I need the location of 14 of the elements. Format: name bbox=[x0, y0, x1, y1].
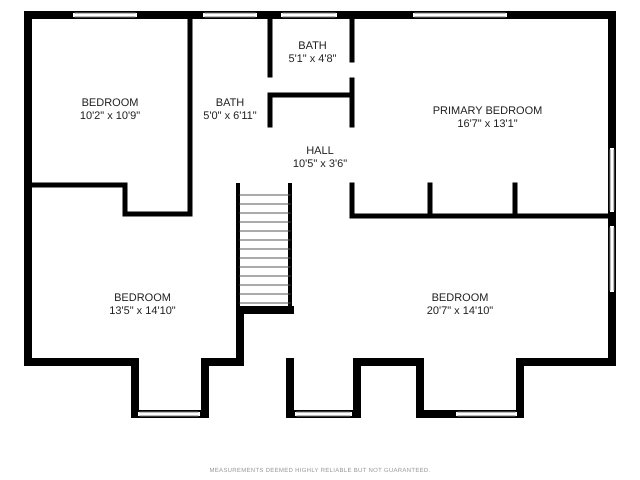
room-dimensions: 10'5" x 3'6" bbox=[292, 158, 348, 171]
room-name: BEDROOM bbox=[82, 97, 138, 110]
room-dimensions: 5'1" x 4'8" bbox=[288, 52, 337, 66]
room-dimensions: 13'5" x 14'10" bbox=[109, 305, 176, 318]
room-name: HALL bbox=[306, 145, 334, 158]
room-name: BATH bbox=[298, 40, 327, 52]
room-name: PRIMARY BEDROOM bbox=[432, 104, 542, 118]
room-name: BEDROOM bbox=[114, 292, 171, 305]
room-dimensions: 16'7" x 13'1" bbox=[457, 118, 518, 130]
room-dimensions: 5'0" x 6'11" bbox=[203, 110, 257, 123]
room-dimensions: 20'7" x 14'10" bbox=[426, 305, 494, 318]
room-name: BEDROOM bbox=[432, 292, 488, 305]
room-dimensions: 10'2" x 10'9" bbox=[80, 110, 140, 123]
room-name: BATH bbox=[216, 97, 244, 110]
